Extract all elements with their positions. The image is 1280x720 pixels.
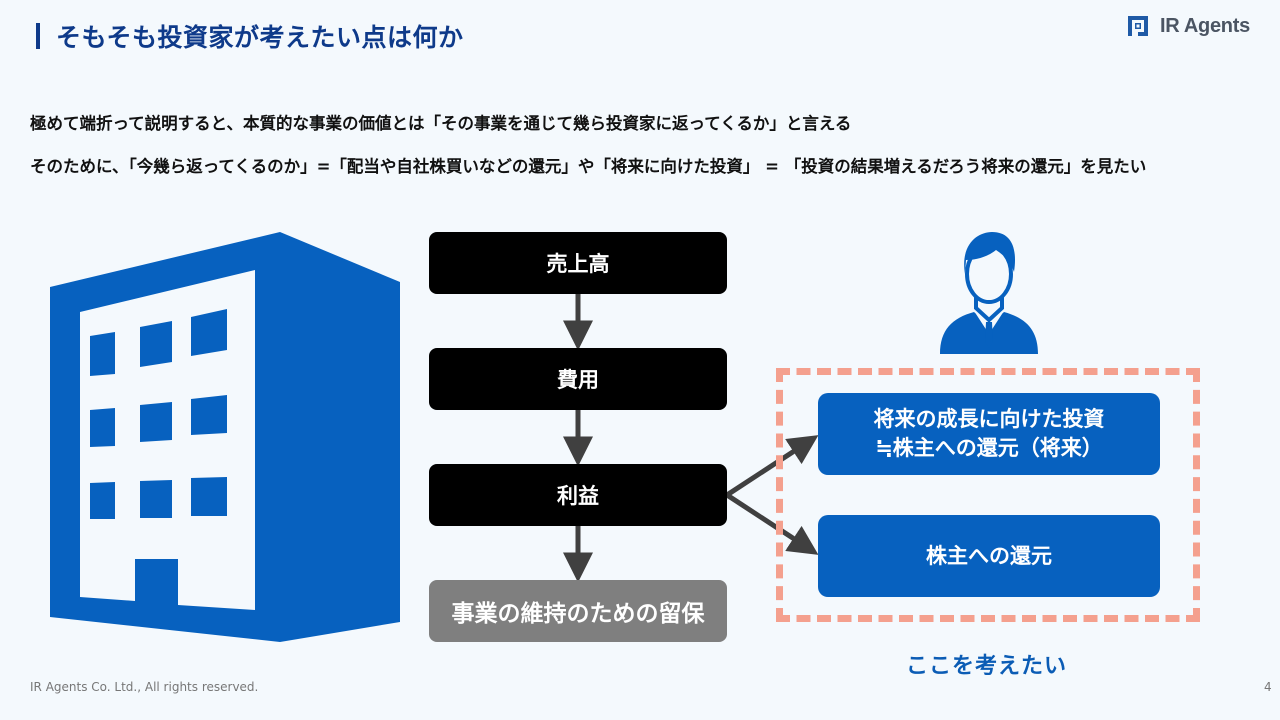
future-investment-box: 将来の成長に向けた投資 ≒株主への還元（将来）: [818, 393, 1160, 475]
flow-box-label: 費用: [557, 368, 599, 392]
explanation-line-2: そのために、「今幾ら返ってくるのか」=「配当や自社株買いなどの還元」や「将来に向…: [30, 157, 1147, 176]
highlight-caption: ここを考えたい: [906, 654, 1068, 679]
ir-agents-logo-icon: [1128, 16, 1148, 36]
logo-text: IR Agents: [1160, 14, 1250, 37]
flow-box-retention: 事業の維持のための留保: [429, 580, 727, 642]
page-title-text: そもそも投資家が考えたい点は何か: [56, 23, 464, 52]
arrow-profit-to-shareholder-return: [725, 492, 819, 555]
explanation-line-1: 極めて端折って説明すると、本質的な事業の価値とは「その事業を通じて幾ら投資家に返…: [30, 114, 852, 133]
page-title: そもそも投資家が考えたい点は何か: [36, 18, 464, 54]
flow-box-label: 売上高: [546, 252, 610, 276]
ir-agents-logo: IR Agents: [1126, 14, 1250, 38]
shareholder-return-box: 株主への還元: [818, 515, 1160, 597]
flow-box-sales: 売上高: [429, 232, 727, 294]
shareholder-return-label: 株主への還元: [926, 543, 1052, 568]
title-accent-bar: [36, 23, 40, 49]
investor-person-icon: [940, 232, 1038, 354]
future-investment-line-2: ≒株主への還元（将来）: [875, 436, 1103, 460]
arrow-profit-to-future-investment: [725, 435, 819, 498]
page-number: 4: [1264, 680, 1272, 694]
flow-box-label: 事業の維持のための留保: [451, 601, 705, 627]
future-investment-line-1: 将来の成長に向けた投資: [873, 407, 1105, 431]
building-icon: [50, 232, 400, 642]
flow-box-label: 利益: [557, 484, 599, 508]
flow-box-profit: 利益: [429, 464, 727, 526]
copyright-footer: IR Agents Co. Ltd., All rights reserved.: [30, 680, 259, 694]
highlight-dashed-box: [776, 368, 1200, 622]
flow-box-costs: 費用: [429, 348, 727, 410]
